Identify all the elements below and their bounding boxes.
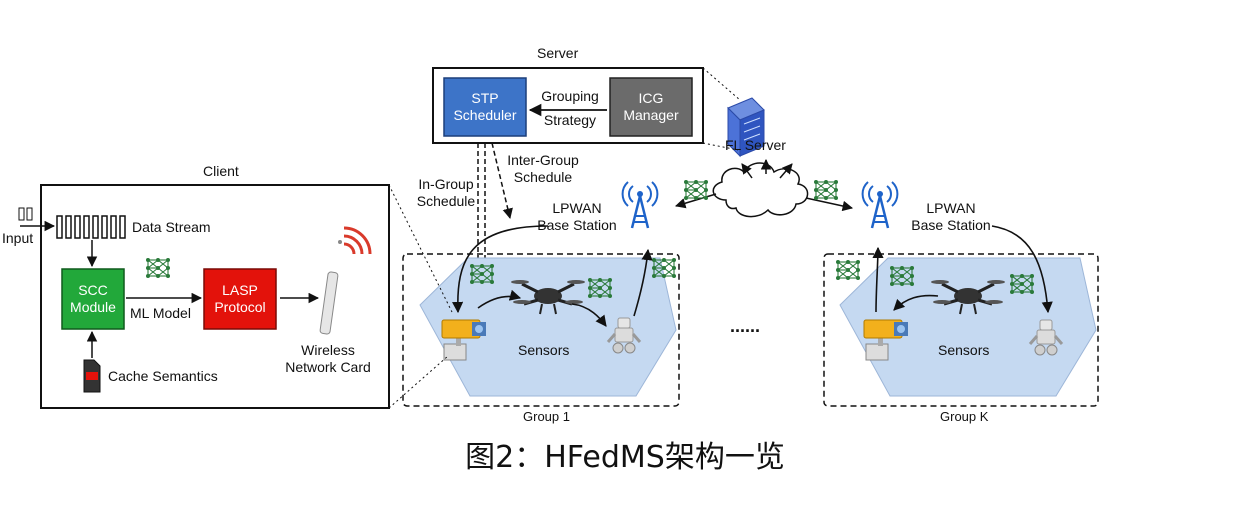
zoom-line bbox=[388, 184, 453, 313]
lpwan-left-label: LPWAN Base Station bbox=[537, 200, 617, 233]
group-1-box bbox=[402, 253, 680, 407]
neural-network-icon bbox=[835, 259, 861, 281]
sensors-right-label: Sensors bbox=[938, 342, 990, 358]
in-group-schedule-label: In-Group Schedule bbox=[416, 176, 476, 209]
neural-network-icon bbox=[145, 257, 171, 279]
wireless-card-label: Wireless Network Card bbox=[285, 342, 371, 375]
data-stream-label: Data Stream bbox=[132, 219, 211, 235]
neural-network-icon bbox=[469, 263, 495, 285]
sensors-left-label: Sensors bbox=[518, 342, 570, 358]
group-k-box bbox=[823, 253, 1099, 407]
antenna-tower-icon bbox=[621, 180, 659, 230]
neural-network-icon bbox=[683, 179, 709, 201]
neural-network-icon bbox=[889, 265, 915, 287]
input-icon bbox=[18, 207, 25, 221]
icg-manager-box bbox=[609, 77, 693, 137]
fl-server-label: FL Server bbox=[725, 137, 786, 153]
zoom-line bbox=[702, 67, 741, 101]
scc-module-box bbox=[61, 268, 125, 330]
ellipsis-label: ...... bbox=[730, 316, 761, 336]
sd-card-icon bbox=[83, 359, 101, 393]
inter-group-schedule-label: Inter-Group Schedule bbox=[507, 152, 579, 185]
input-label: Input bbox=[2, 230, 34, 246]
zoom-line bbox=[702, 142, 739, 151]
wireless-card-icon bbox=[319, 226, 372, 335]
ml-model-label: ML Model bbox=[130, 305, 191, 321]
client-title: Client bbox=[203, 163, 239, 179]
cache-semantics-label: Cache Semantics bbox=[108, 368, 218, 384]
stp-scheduler-label: STP Scheduler bbox=[453, 89, 517, 124]
cloud-icon bbox=[712, 162, 809, 218]
server-rack-icon bbox=[727, 97, 765, 158]
zoom-line bbox=[388, 355, 449, 409]
scc-module-label: SCC Module bbox=[70, 281, 116, 316]
lpwan-right-label: LPWAN Base Station bbox=[911, 200, 991, 233]
grouping-strategy-label: Grouping Strategy bbox=[541, 88, 599, 128]
stp-scheduler-box bbox=[443, 77, 527, 137]
neural-network-icon bbox=[1009, 273, 1035, 295]
neural-network-icon bbox=[651, 257, 677, 279]
data-stream-icon bbox=[56, 215, 126, 239]
icg-manager-label: ICG Manager bbox=[623, 89, 679, 124]
lasp-protocol-label: LASP Protocol bbox=[214, 281, 266, 316]
antenna-tower-icon bbox=[861, 180, 899, 230]
lasp-protocol-box bbox=[203, 268, 277, 330]
group-k-label: Group K bbox=[940, 409, 989, 424]
group-1-label: Group 1 bbox=[523, 409, 570, 424]
figure-caption: 图2：HFedMS架构一览 bbox=[465, 440, 785, 475]
neural-network-icon bbox=[587, 277, 613, 299]
neural-network-icon bbox=[813, 179, 839, 201]
server-title: Server bbox=[537, 45, 579, 61]
